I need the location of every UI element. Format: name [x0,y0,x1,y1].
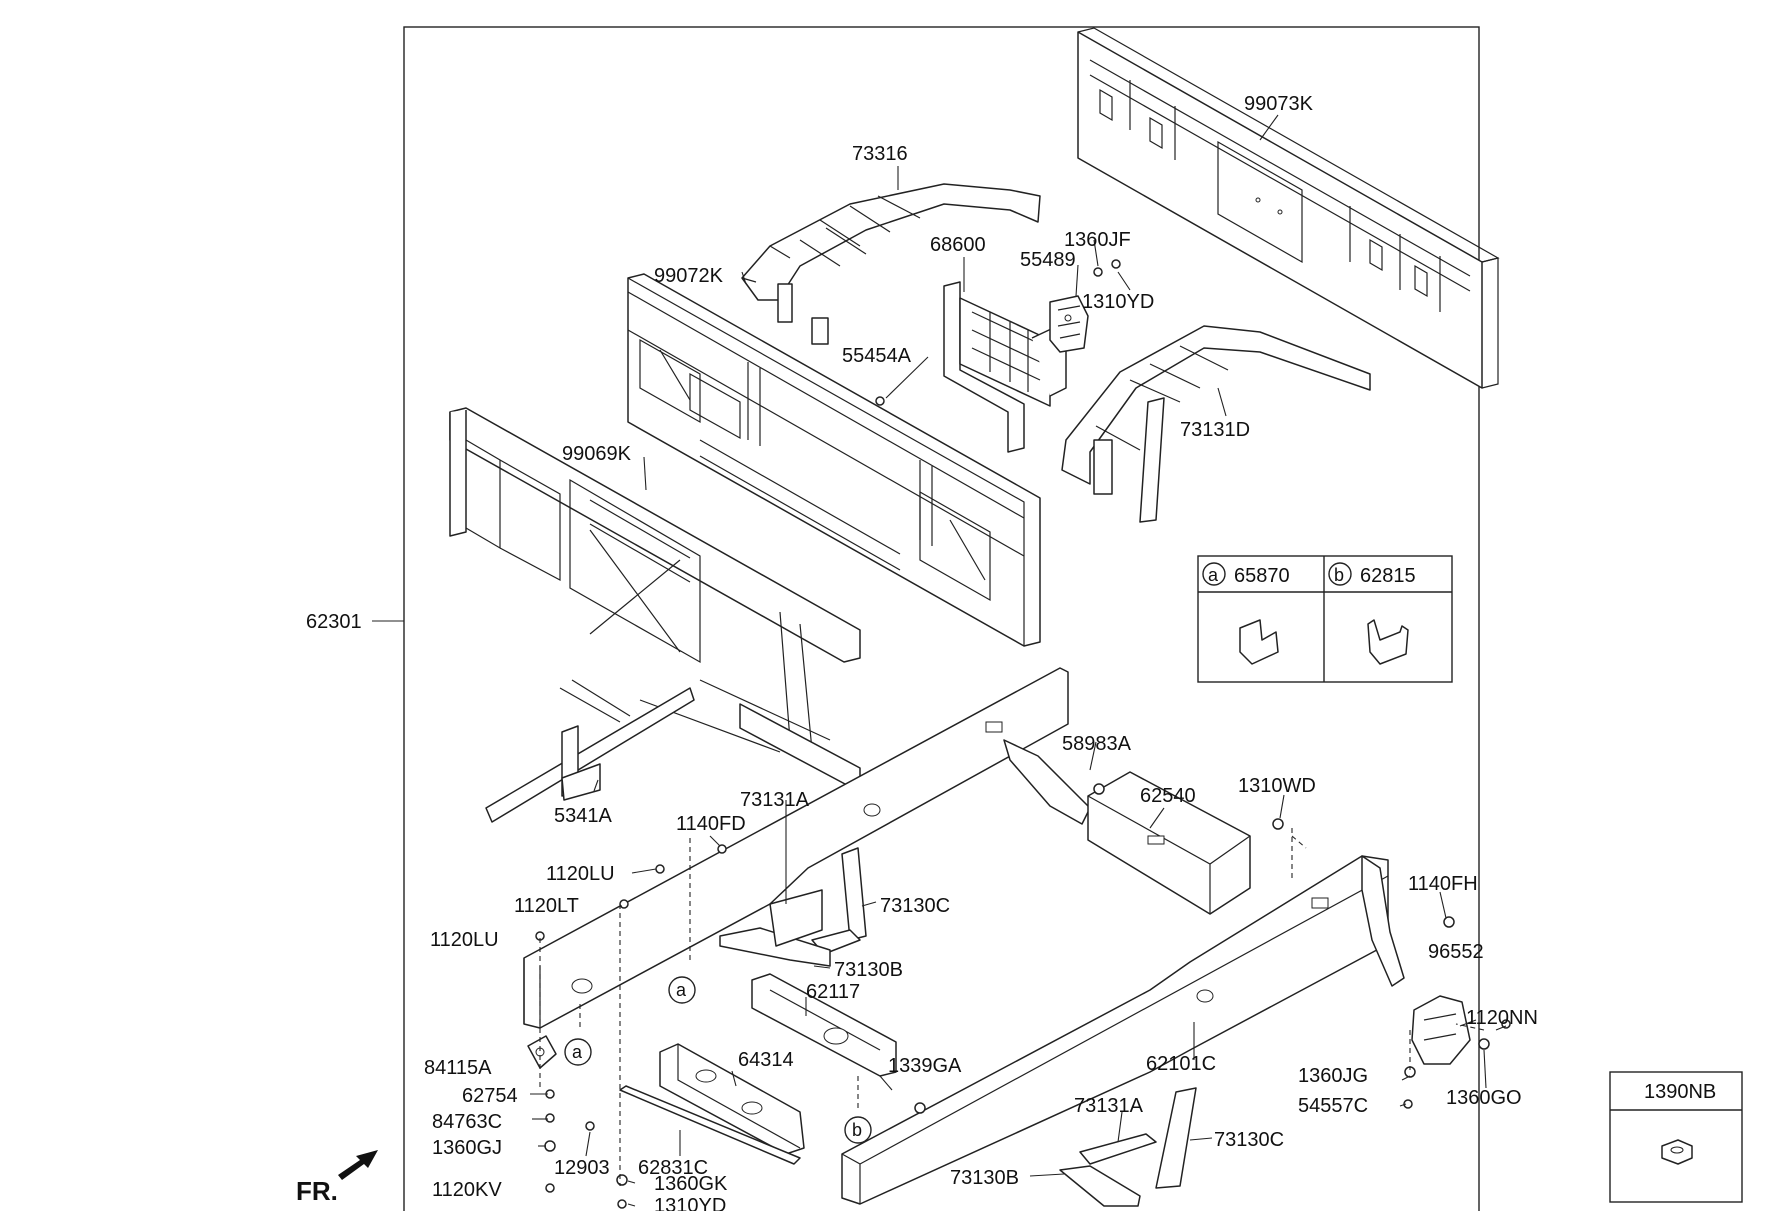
label-1310yd-top: 1310YD [1082,291,1154,313]
label-1120lu-1: 1120LU [546,863,615,885]
label-1120lt: 1120LT [514,895,579,917]
label-73131a-right: 73131A [1074,1095,1144,1117]
label-62540: 62540 [1140,785,1196,807]
callout-circles [564,976,872,1144]
callout-b-letter: b [852,1120,862,1140]
assembly-frame [403,26,1480,1211]
label-1310yd-bottom: 1310YD [654,1195,726,1211]
bracket-55489 [1049,295,1089,353]
label-73131a-left: 73131A [740,789,810,811]
label-99072k: 99072K [654,265,724,287]
arch-bracket-73131d [1061,325,1371,523]
standalone-part-box [1609,1071,1743,1203]
plate-73130b-left [719,889,831,967]
label-1120nn: 1120NN [1466,1007,1538,1029]
label-68600: 68600 [930,234,986,256]
leader-lines [530,114,1507,1207]
bracket-96552 [1411,995,1471,1065]
labels: 62301 FR. a 65870 b 62815 1390NB a a b 9… [296,93,1716,1211]
standalone-part-label: 1390NB [1644,1081,1716,1103]
legend-circle-a-letter: a [1208,565,1219,585]
crossmember-5341a [485,679,695,823]
frame-rail-62101c [523,667,1405,1205]
label-62117: 62117 [806,981,860,1003]
label-54557c: 54557C [1298,1095,1368,1117]
mid-frame-99072k [627,273,1041,647]
dashed-lines [539,828,1485,1186]
label-1140fh: 1140FH [1408,873,1478,895]
legend-part-b: 62815 [1360,565,1416,587]
label-1140fd: 1140FD [676,813,746,835]
legend-part-a: 65870 [1234,565,1290,587]
clip-62815-icon [1367,619,1409,665]
legend-circle-a [1202,562,1226,586]
label-1360gj: 1360GJ [432,1137,502,1159]
label-1360jf: 1360JF [1064,229,1131,251]
callout-a-1-letter: a [676,980,687,1000]
front-arrow-icon [338,1150,378,1180]
strap-62831c [619,1085,801,1165]
fasteners [527,259,1511,1209]
label-73130b-right: 73130B [950,1167,1019,1189]
legend-table [1197,555,1453,683]
label-62101c: 62101C [1146,1053,1216,1075]
label-5341a: 5341A [554,805,612,827]
front-indicator-label: FR. [296,1176,338,1206]
plate-73130b-right [1059,1165,1141,1207]
label-64314: 64314 [738,1049,794,1071]
label-99069k: 99069K [562,443,632,465]
label-1120lu-2: 1120LU [430,929,499,951]
legend-circle-b [1328,562,1352,586]
label-12903: 12903 [554,1157,610,1179]
label-1120kv: 1120KV [432,1179,502,1201]
label-99073k: 99073K [1244,93,1314,115]
front-frame-99069k [449,407,861,793]
label-55454a: 55454A [842,345,912,367]
arch-bracket-73316 [741,183,1041,345]
plate-73131a-right [1079,1133,1157,1165]
callout-circle-a-2 [564,1038,592,1066]
legend-circle-b-letter: b [1334,565,1344,585]
clip-65870-icon [1239,619,1279,665]
label-1360jg: 1360JG [1298,1065,1368,1087]
label-55489: 55489 [1020,249,1076,271]
label-73130b-left: 73130B [834,959,903,981]
label-62831c: 62831C [638,1157,708,1179]
crossmember-62117 [751,973,897,1077]
callout-a-2-letter: a [572,1042,583,1062]
main-label: 62301 [306,611,362,633]
label-1310wd: 1310WD [1238,775,1316,797]
label-73316: 73316 [852,143,908,165]
label-62754: 62754 [462,1085,518,1107]
label-1360go: 1360GO [1446,1087,1522,1109]
label-1339ga: 1339GA [888,1055,962,1077]
label-1360gk: 1360GK [654,1173,728,1195]
crossmember-62540 [1087,771,1251,915]
callout-circle-a-1 [668,976,696,1004]
label-84115a: 84115A [424,1057,492,1079]
label-73131d: 73131D [1180,419,1250,441]
callout-circle-b [844,1116,872,1144]
crossmember-64314 [659,1043,805,1155]
label-73130c-left: 73130C [880,895,950,917]
label-58983a: 58983A [1062,733,1132,755]
label-84763c: 84763C [432,1111,502,1133]
label-96552: 96552 [1428,941,1484,963]
rear-panel-99073k [1077,27,1500,389]
bracket-73130c-right [1155,1087,1197,1189]
label-73130c-right: 73130C [1214,1129,1284,1151]
